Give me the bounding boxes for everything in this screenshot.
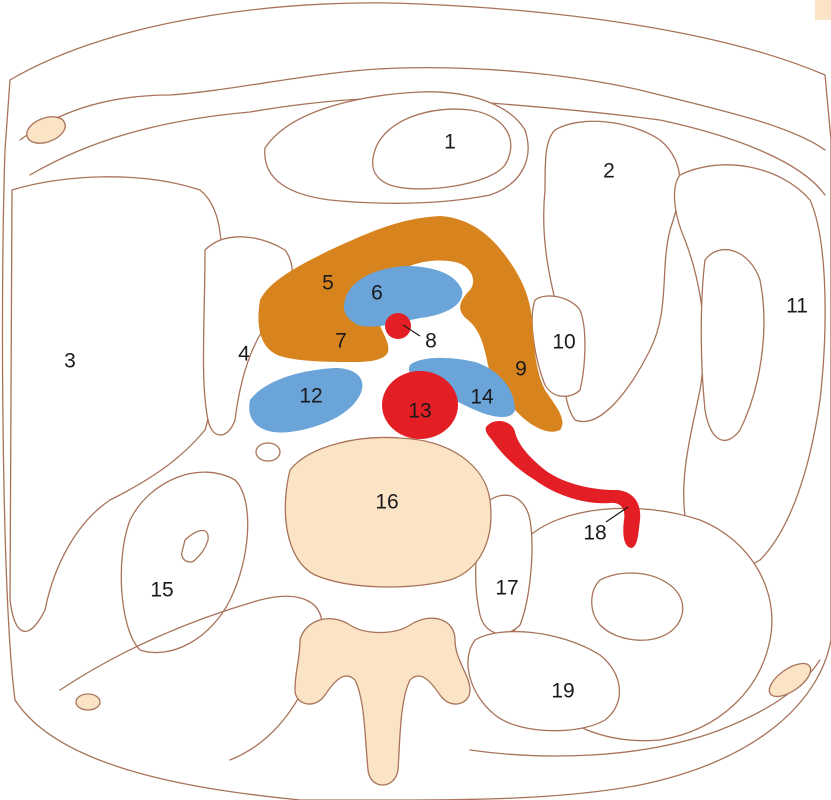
label-3: 3 (64, 350, 76, 373)
label-5: 5 (322, 272, 334, 295)
label-7: 7 (335, 330, 347, 353)
label-1: 1 (444, 131, 456, 154)
label-16: 16 (375, 491, 398, 514)
fat-nodule-bottom (76, 694, 100, 710)
label-8: 8 (425, 330, 437, 353)
label-2: 2 (603, 160, 615, 183)
label-18: 18 (583, 522, 606, 545)
label-17: 17 (495, 577, 518, 600)
label-12: 12 (299, 385, 322, 408)
small-node (256, 443, 280, 461)
label-14: 14 (470, 386, 494, 409)
label-9: 9 (515, 358, 527, 381)
label-10: 10 (552, 331, 575, 354)
fat-nodule-left (23, 112, 69, 148)
label-4: 4 (238, 343, 250, 366)
artery-8 (385, 313, 411, 339)
label-19: 19 (551, 680, 574, 703)
label-13: 13 (408, 400, 431, 423)
corner-tab (815, 0, 831, 20)
vertebral-arch (295, 618, 470, 785)
label-15: 15 (150, 579, 173, 602)
label-11: 11 (786, 295, 808, 318)
label-6: 6 (371, 282, 383, 305)
fat-nodule-right (764, 657, 816, 703)
